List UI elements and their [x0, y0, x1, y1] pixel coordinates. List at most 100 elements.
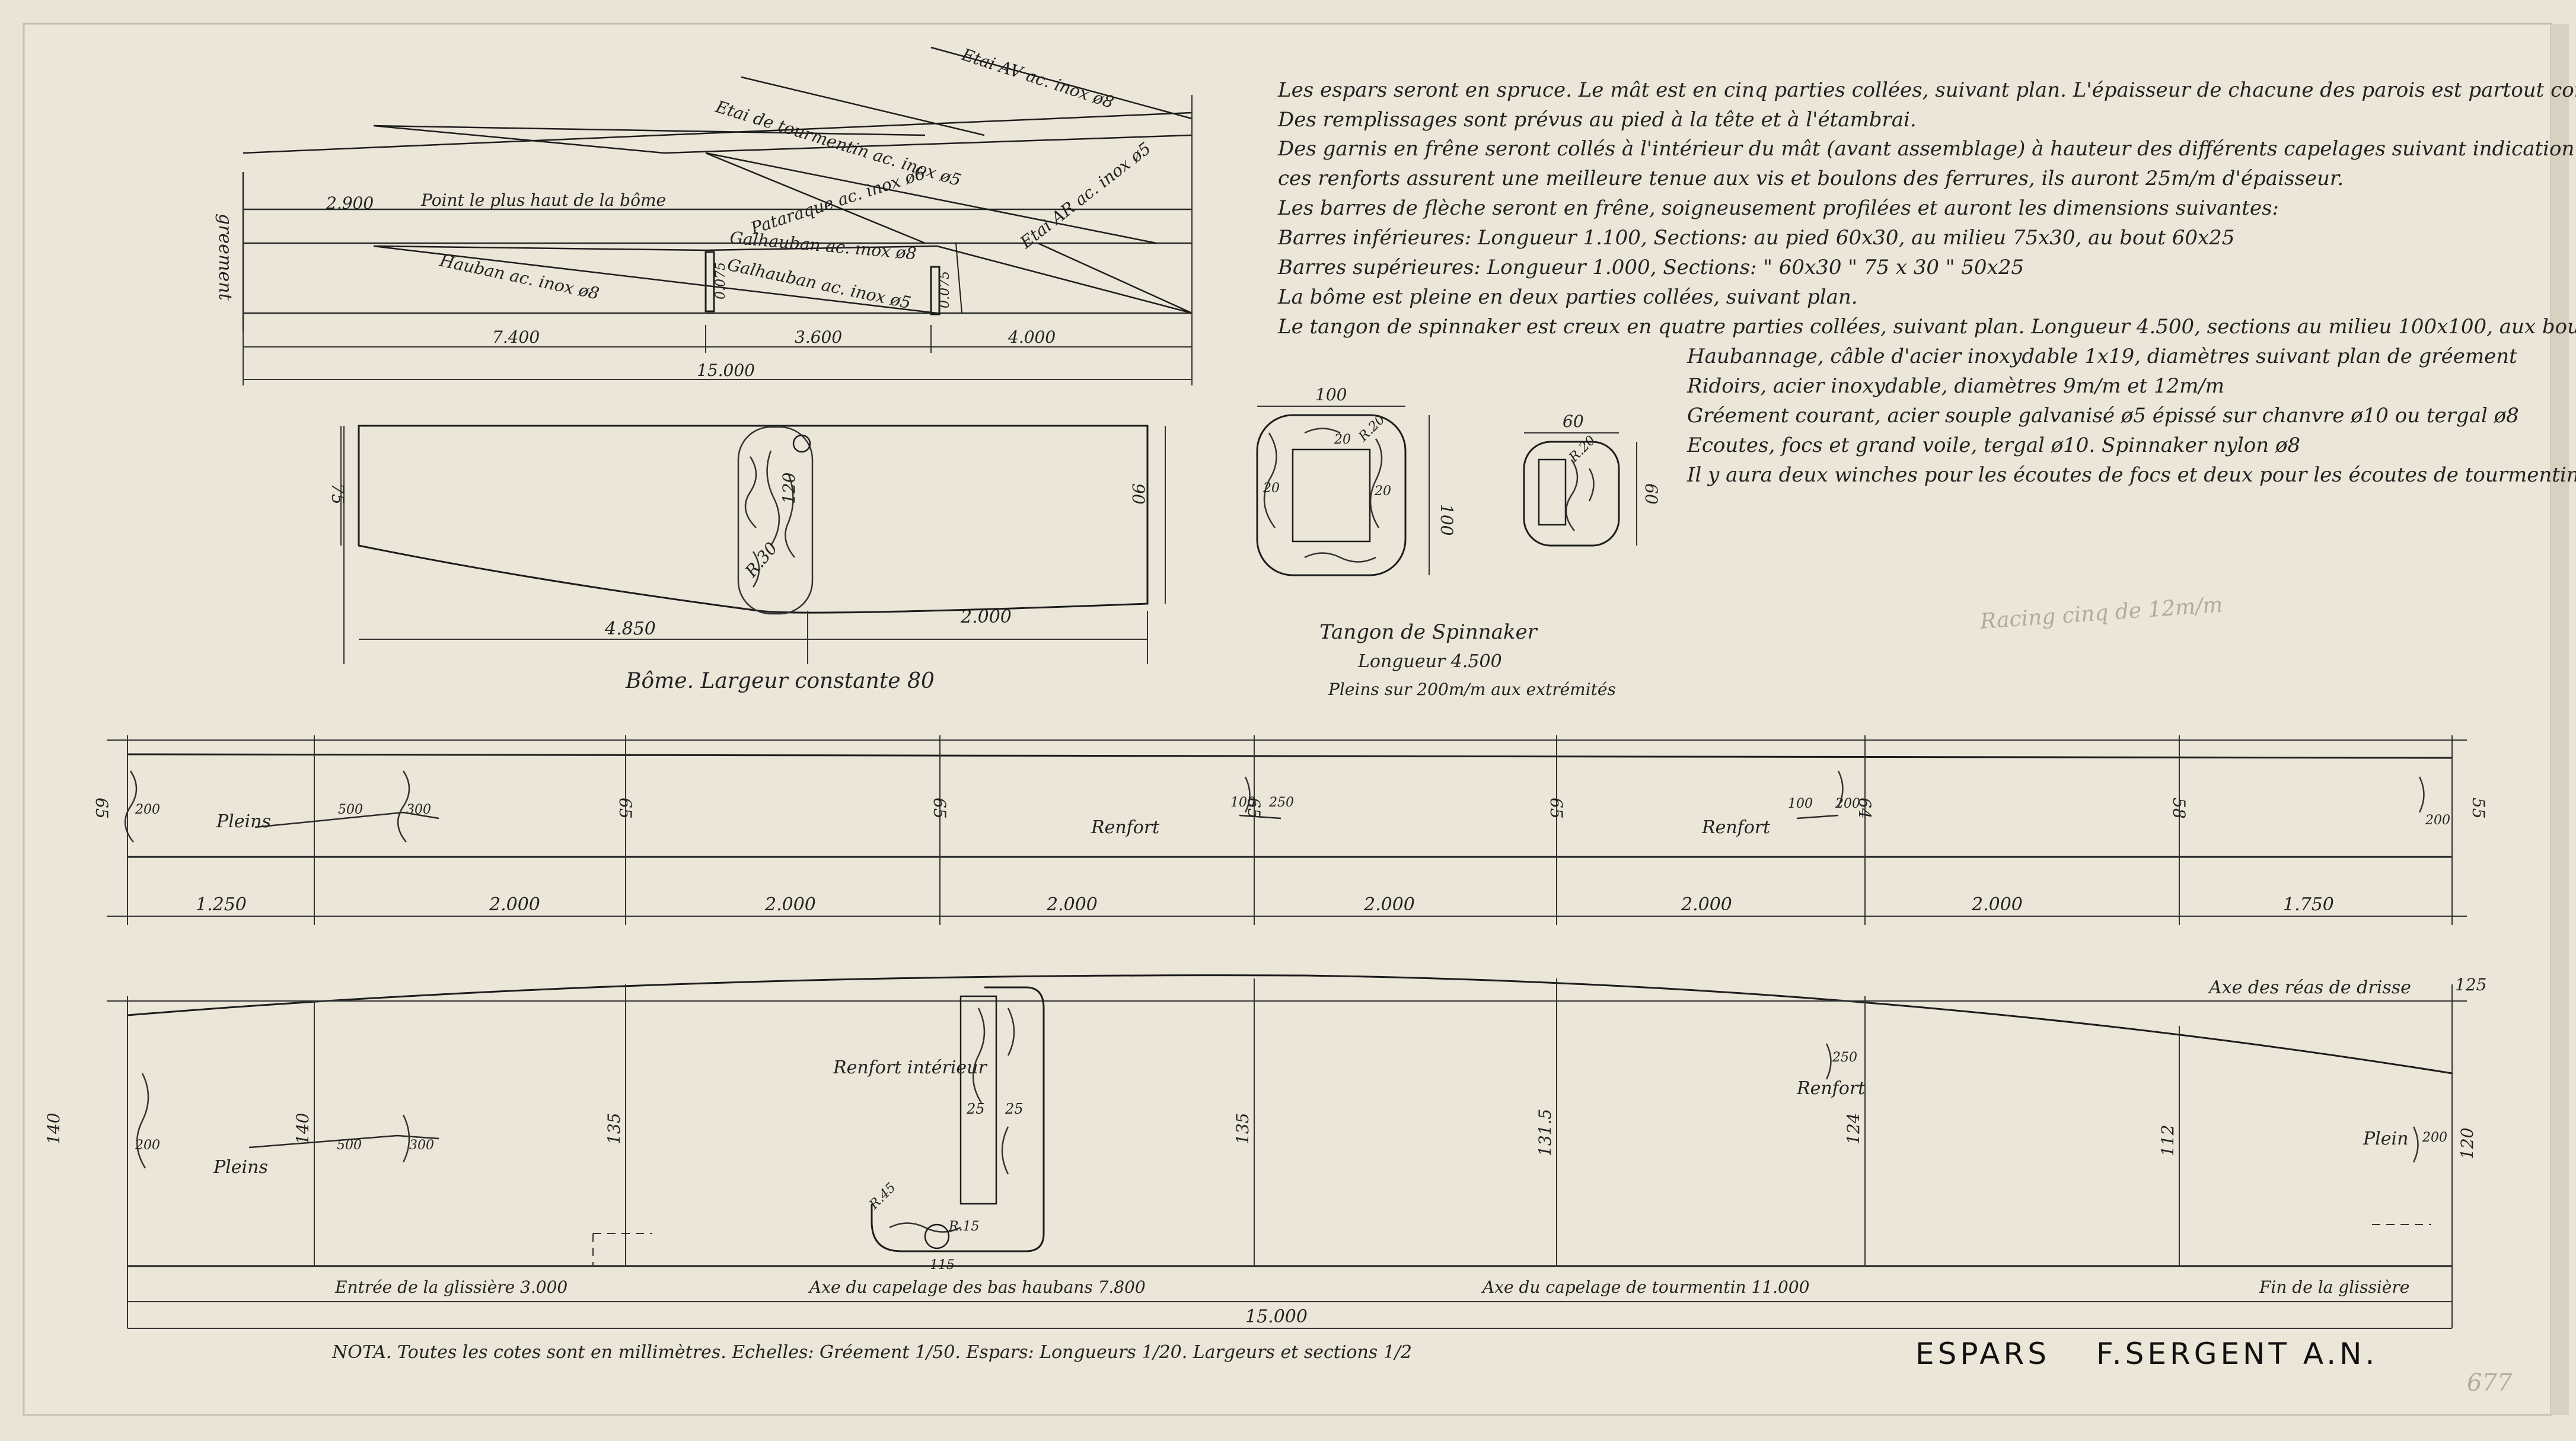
pole-dim: 100 [1437, 504, 1456, 535]
drawing-author: F.SERGENT A.N. [2096, 1337, 2378, 1371]
pole-dim: 20 [1263, 481, 1280, 496]
mast-height-dim: 131.5 [1535, 1109, 1555, 1156]
rigging-dim: 2.900 [326, 193, 374, 213]
mast-small-dim: 25 [1005, 1101, 1024, 1117]
mast-label: Pleins [216, 811, 271, 832]
boom-drawing [340, 425, 1166, 664]
specifications: Les espars seront en spruce. Le mât est … [1277, 78, 2576, 487]
pole-dim: 60 [1641, 483, 1661, 505]
spec-line-indented: Gréement courant, acier souple galvanisé… [1687, 404, 2519, 428]
mast-small-dim: 200 [1835, 796, 1860, 811]
mast-height-dim: 65 [1547, 798, 1566, 819]
boom-dim: 2.000 [960, 607, 1012, 627]
spec-line: Les espars seront en spruce. Le mât est … [1277, 78, 2576, 102]
rigging-dim: 0.075 [713, 262, 728, 299]
pole-dim: 20 [1374, 484, 1391, 499]
boom-dim: 4.850 [604, 619, 656, 639]
mast-small-dim: 100 [1788, 796, 1813, 811]
mast-small-dim: 300 [406, 802, 431, 817]
mast-label: Renfort [1796, 1078, 1866, 1099]
boom-dim: 75 [328, 483, 347, 505]
boom-dim: 90 [1128, 483, 1148, 505]
mast-small-dim: 250 [1268, 795, 1294, 810]
drawing-title: ESPARS [1915, 1337, 2050, 1371]
mast-segment-dim: 2.000 [1681, 894, 1732, 915]
pole-dim: 20 [1334, 432, 1351, 447]
mast-top-view [107, 735, 2467, 925]
mast-mark: Axe du capelage de tourmentin 11.000 [1481, 1277, 1809, 1297]
mast-mark: Entrée de la glissière 3.000 [334, 1277, 568, 1297]
spinnaker-pole-section-small [1523, 432, 1637, 547]
mast-small-dim: 250 [1832, 1050, 1857, 1065]
mast-height-dim: 58 [2169, 798, 2189, 819]
pole-caption: Pleins sur 200m/m aux extrémités [1328, 680, 1616, 699]
sheet-number: 677 [2467, 1369, 2513, 1397]
mast-segment-dim: 1.250 [196, 894, 247, 915]
boom-dim: 120 [779, 473, 799, 504]
mast-segment-dim: 2.000 [1046, 894, 1098, 915]
mast-height-dim: 65 [92, 798, 111, 819]
mast-small-dim: 200 [135, 1138, 160, 1153]
pole-dim: 100 [1315, 385, 1347, 404]
mast-small-dim: 115 [930, 1258, 955, 1273]
spec-line: Barres supérieures: Longueur 1.000, Sect… [1277, 256, 2024, 279]
mast-height-dim: 140 [44, 1113, 63, 1144]
spec-line: Les barres de flèche seront en frêne, so… [1277, 196, 2279, 220]
mast-segment-dim: 2.000 [1971, 894, 2023, 915]
mast-segment-dim: 1.750 [2283, 894, 2334, 915]
mast-side-height-dims: 140 140 135 135 131.5 124 112 120 125 [44, 975, 2486, 1159]
mast-label: Plein [2363, 1128, 2408, 1149]
mast-height-dim: 135 [1233, 1113, 1252, 1144]
mast-height-dim: 135 [604, 1113, 624, 1144]
mast-small-dim: 500 [338, 802, 363, 817]
mast-label: Renfort [1091, 817, 1160, 838]
spec-line: Des garnis en frêne seront collés à l'in… [1277, 137, 2576, 161]
mast-label: Axe des réas de drisse [2207, 977, 2411, 998]
spec-line: Des remplissages sont prévus au pied à l… [1277, 108, 1917, 132]
mast-label: Pleins [213, 1157, 268, 1178]
mast-total-dim: 15.000 [1245, 1306, 1308, 1327]
mast-height-dim: 64 [1855, 798, 1874, 819]
mast-side-small-dims: 200 500 300 25 25 250 200 R.45 R.15 115 [135, 1050, 2447, 1273]
rigging-dim: 15.000 [697, 361, 755, 380]
spec-line-indented: Ecoutes, focs et grand voile, tergal ø10… [1686, 433, 2300, 457]
mast-height-dim: 124 [1844, 1113, 1863, 1144]
mast-height-dim: 140 [293, 1113, 313, 1144]
spec-line: Barres inférieures: Longueur 1.100, Sect… [1277, 226, 2234, 250]
pole-dim: 60 [1563, 412, 1584, 431]
mast-top-labels: Pleins Renfort Renfort 200 500 300 100 2… [135, 795, 2450, 838]
mast-small-dim: 200 [2425, 813, 2450, 828]
mast-side-view [107, 974, 2467, 1329]
spec-line-indented: Ridoirs, acier inoxydable, diamètres 9m/… [1686, 374, 2224, 398]
mast-small-dim: 200 [135, 802, 160, 817]
rigging-dim: 3.600 [795, 327, 842, 347]
mast-segment-dim: 2.000 [489, 894, 540, 915]
mast-small-dim: 500 [337, 1138, 362, 1153]
mast-height-dim: 55 [2469, 798, 2488, 819]
mast-segment-dim: 2.000 [764, 894, 816, 915]
paper-edge [2551, 24, 2569, 1415]
rigging-side-label: greement [215, 213, 235, 301]
mast-height-dim: 125 [2455, 975, 2486, 994]
mast-side-labels: Pleins Renfort intérieur Renfort Plein A… [213, 977, 2411, 1178]
spec-line: Le tangon de spinnaker est creux en quat… [1277, 315, 2576, 339]
spinnaker-pole-section-large [1256, 406, 1430, 576]
nota-text: NOTA. Toutes les cotes sont en millimètr… [331, 1342, 1412, 1363]
drawing-border [23, 23, 2552, 1416]
spec-line-indented: Haubannage, câble d'acier inoxydable 1x1… [1686, 345, 2517, 368]
mast-height-dim: 65 [930, 798, 949, 819]
boom-caption: Bôme. Largeur constante 80 [625, 669, 935, 693]
mast-top-segment-dims: 1.250 2.000 2.000 2.000 2.000 2.000 2.00… [196, 894, 2334, 915]
rigging-dim: 0.075 [938, 271, 952, 308]
pole-caption: Tangon de Spinnaker [1319, 620, 1538, 644]
spec-line: La bôme est pleine en deux parties collé… [1277, 285, 1858, 309]
mast-small-dim: 100 [1230, 795, 1255, 810]
mast-mark: Axe du capelage des bas haubans 7.800 [808, 1277, 1146, 1297]
spec-line-indented: Il y aura deux winches pour les écoutes … [1686, 463, 2576, 487]
mast-small-dim: 25 [966, 1101, 985, 1117]
mast-height-dim: 112 [2158, 1125, 2178, 1156]
spec-line: ces renforts assurent une meilleure tenu… [1278, 167, 2344, 190]
rigging-dim: 4.000 [1008, 327, 1056, 347]
